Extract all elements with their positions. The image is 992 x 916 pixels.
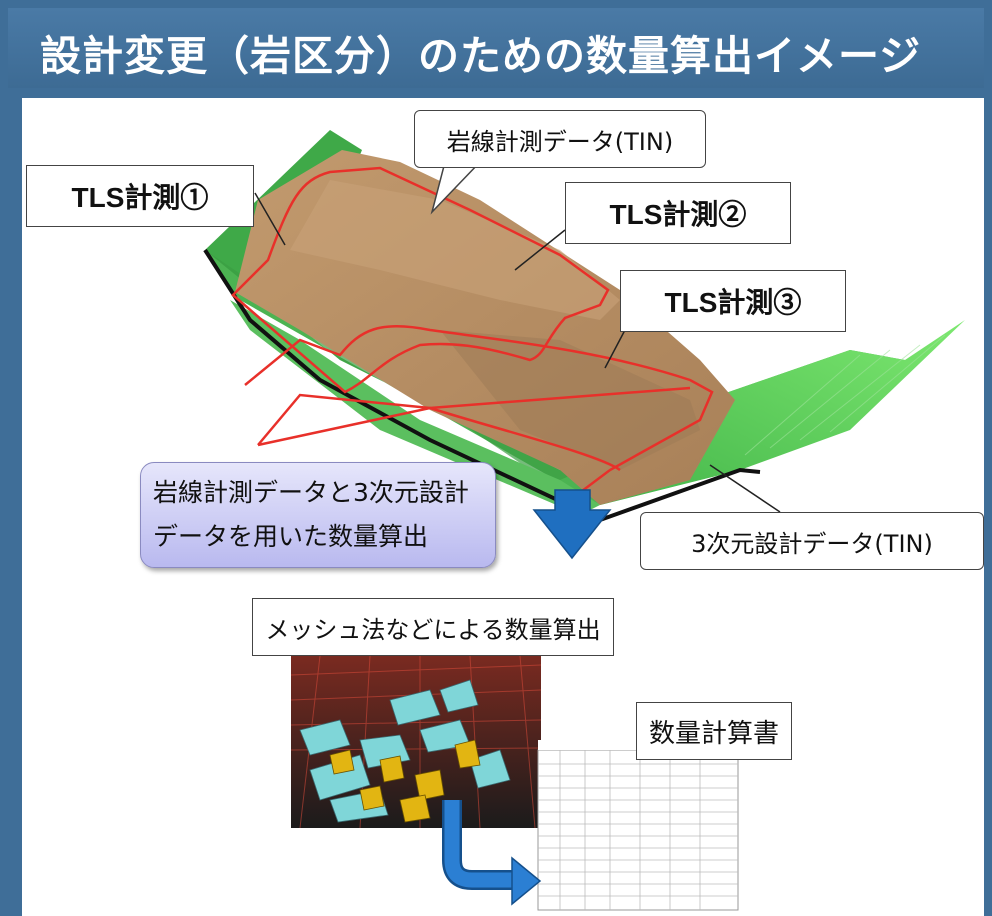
callout-leaders (254, 192, 781, 513)
curved-arrow-icon (442, 800, 542, 906)
quantity-sheet-image (537, 740, 739, 911)
slide-title: 設計変更（岩区分）のための数量算出イメージ (40, 32, 922, 80)
label-design-tin: 3次元設計データ(TIN) (640, 512, 984, 570)
label-tls-3: TLS計測③ (620, 270, 846, 332)
title-bar: 設計変更（岩区分）のための数量算出イメージ (8, 8, 984, 88)
calculation-callout: 岩線計測データと3次元設計 データを用いた数量算出 (140, 462, 496, 568)
label-tls-2: TLS計測② (565, 182, 791, 244)
down-arrow-icon (532, 489, 612, 560)
rock-outlines (231, 166, 714, 501)
rock-surface (235, 150, 735, 505)
label-rock-tin: 岩線計測データ(TIN) (414, 110, 706, 168)
mesh-result-image (290, 655, 542, 829)
label-quantity-book: 数量計算書 (636, 702, 792, 760)
calc-line-2: データを用いた数量算出 (153, 522, 429, 551)
label-mesh-method: メッシュ法などによる数量算出 (252, 598, 614, 656)
calc-line-1: 岩線計測データと3次元設計 (153, 478, 469, 507)
label-tls-1: TLS計測① (26, 165, 254, 227)
